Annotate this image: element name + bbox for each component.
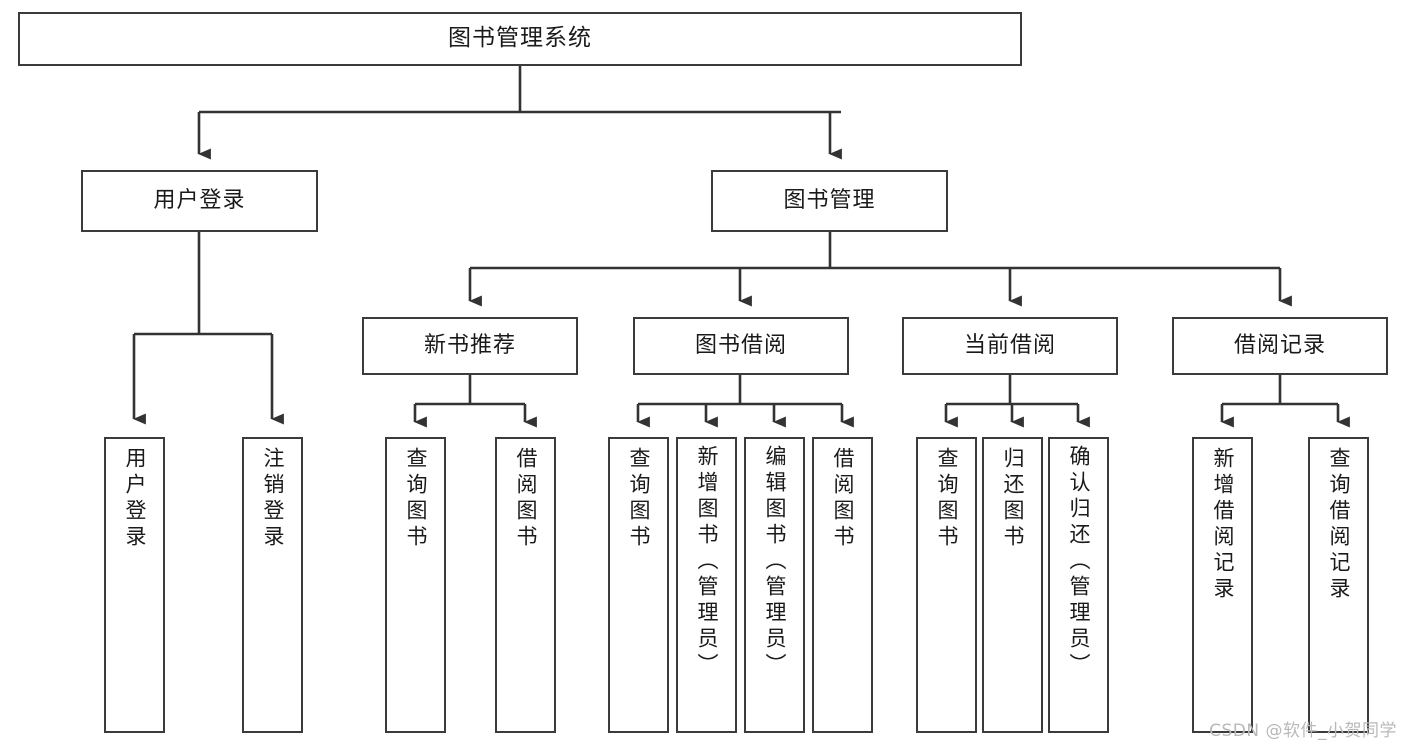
node-label: 用户登录	[123, 447, 147, 551]
node-label: 用户登录	[153, 188, 246, 214]
node-book-borrow[interactable]: 图书借阅	[633, 317, 849, 375]
node-label: 新书推荐	[423, 333, 516, 359]
leaf-user-login-logout[interactable]: 注销登录	[242, 437, 303, 733]
leaf-book-borrow-query[interactable]: 查询图书	[608, 437, 669, 733]
watermark-text: CSDN @软件_小贺同学	[1209, 721, 1397, 741]
leaf-new-book-borrow[interactable]: 借阅图书	[495, 437, 556, 733]
node-current-borrow[interactable]: 当前借阅	[902, 317, 1118, 375]
node-label: 借阅图书	[514, 447, 538, 551]
node-label: 查询借阅记录	[1327, 447, 1351, 603]
node-label: 新增借阅记录	[1211, 447, 1235, 603]
leaf-borrow-record-query[interactable]: 查询借阅记录	[1308, 437, 1369, 733]
node-label: 查询图书	[627, 447, 651, 551]
node-label: 查询图书	[935, 447, 959, 551]
leaf-book-borrow-borrow[interactable]: 借阅图书	[812, 437, 873, 733]
leaf-borrow-record-add[interactable]: 新增借阅记录	[1192, 437, 1253, 733]
node-label: 编辑图书（管理员）	[763, 445, 787, 679]
node-label: 归还图书	[1001, 447, 1025, 551]
node-book-management[interactable]: 图书管理	[711, 170, 948, 232]
leaf-current-borrow-confirm-return[interactable]: 确认归还（管理员）	[1048, 437, 1109, 733]
node-user-login[interactable]: 用户登录	[81, 170, 318, 232]
node-label: 确认归还（管理员）	[1067, 445, 1091, 679]
node-label: 借阅图书	[831, 447, 855, 551]
node-new-book-recommend[interactable]: 新书推荐	[362, 317, 578, 375]
node-label: 借阅记录	[1233, 333, 1326, 359]
leaf-current-borrow-query[interactable]: 查询图书	[916, 437, 977, 733]
node-label: 图书管理系统	[448, 25, 592, 52]
node-label: 查询图书	[404, 447, 428, 551]
leaf-book-borrow-edit[interactable]: 编辑图书（管理员）	[744, 437, 805, 733]
node-label: 图书借阅	[694, 333, 787, 359]
node-borrow-record[interactable]: 借阅记录	[1172, 317, 1388, 375]
node-label: 图书管理	[783, 188, 876, 214]
leaf-new-book-query[interactable]: 查询图书	[385, 437, 446, 733]
node-root-system[interactable]: 图书管理系统	[18, 12, 1022, 66]
leaf-current-borrow-return[interactable]: 归还图书	[982, 437, 1043, 733]
node-label: 当前借阅	[963, 333, 1056, 359]
node-label: 新增图书（管理员）	[695, 445, 719, 679]
leaf-user-login-login[interactable]: 用户登录	[104, 437, 165, 733]
node-label: 注销登录	[261, 447, 285, 551]
leaf-book-borrow-add[interactable]: 新增图书（管理员）	[676, 437, 737, 733]
